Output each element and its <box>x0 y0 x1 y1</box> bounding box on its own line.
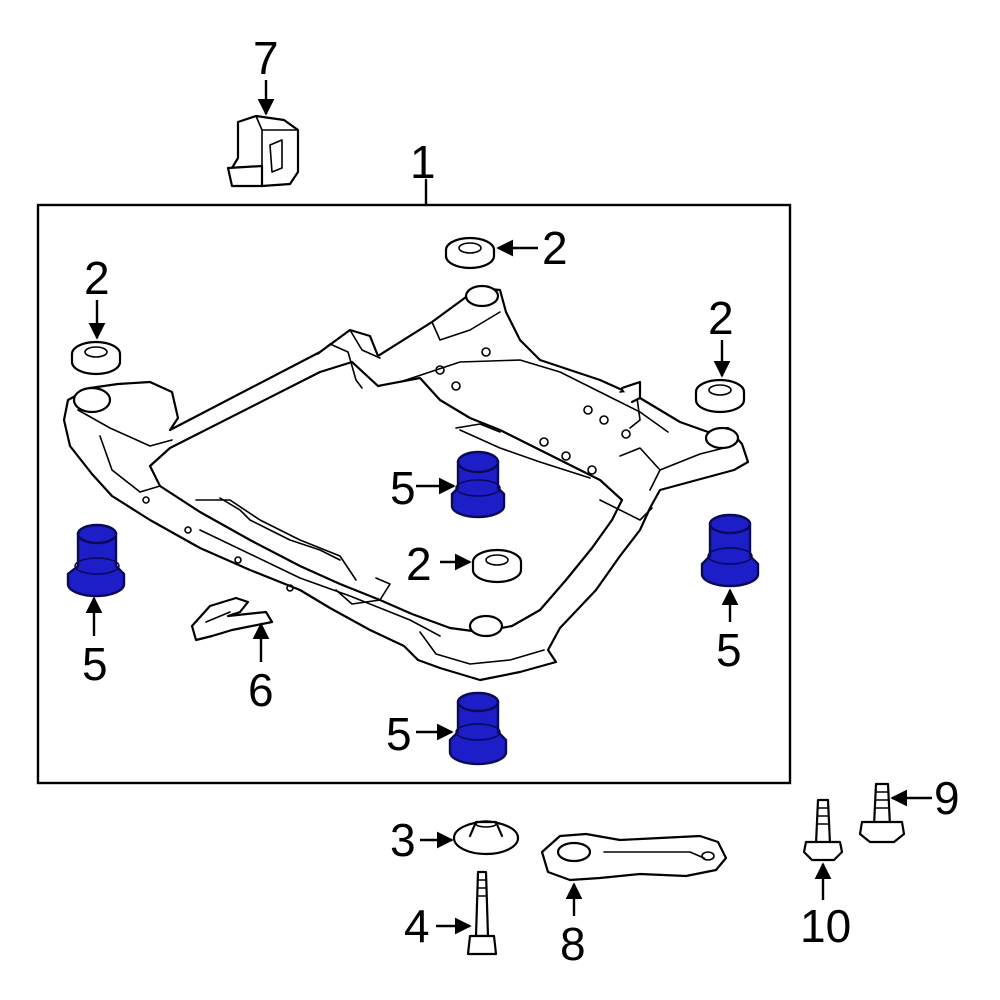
callout-4: 4 <box>404 900 430 952</box>
callout-2-right: 2 <box>708 292 734 344</box>
assembly-frame-box <box>36 203 792 785</box>
part-2-insulator-right[interactable] <box>694 378 746 414</box>
part-5-bushing-center[interactable] <box>450 450 506 519</box>
callout-5-left: 5 <box>82 638 108 690</box>
callout-9: 9 <box>934 772 960 824</box>
callout-7: 7 <box>253 32 279 84</box>
callout-10: 10 <box>800 900 851 952</box>
callout-5-right: 5 <box>716 624 742 676</box>
callout-5-bottom: 5 <box>386 708 412 760</box>
callout-8: 8 <box>560 918 586 970</box>
part-2-insulator-top[interactable] <box>444 236 496 270</box>
part-4-bolt[interactable] <box>466 870 498 956</box>
part-5-bushing-right[interactable] <box>700 513 760 588</box>
callout-arrows <box>85 80 932 935</box>
part-8-bracket[interactable] <box>540 832 728 882</box>
callout-6: 6 <box>248 664 274 716</box>
part-7-sensor[interactable] <box>226 114 300 188</box>
callout-2-left: 2 <box>84 252 110 304</box>
part-2-insulator-center[interactable] <box>471 548 523 584</box>
part-5-bushing-bottom[interactable] <box>448 691 508 766</box>
part-3-washer[interactable] <box>452 820 520 856</box>
part-2-insulator-left[interactable] <box>70 340 122 376</box>
part-9-bolt[interactable] <box>858 782 906 844</box>
callout-1: 1 <box>410 136 436 188</box>
callout-5-center: 5 <box>390 462 416 514</box>
part-5-bushing-left[interactable] <box>66 523 126 598</box>
callout-2-top: 2 <box>542 222 568 274</box>
callout-2-center: 2 <box>406 538 432 590</box>
callout-3: 3 <box>390 814 416 866</box>
part-10-bolt[interactable] <box>802 798 844 862</box>
part-6-clip[interactable] <box>190 596 274 642</box>
